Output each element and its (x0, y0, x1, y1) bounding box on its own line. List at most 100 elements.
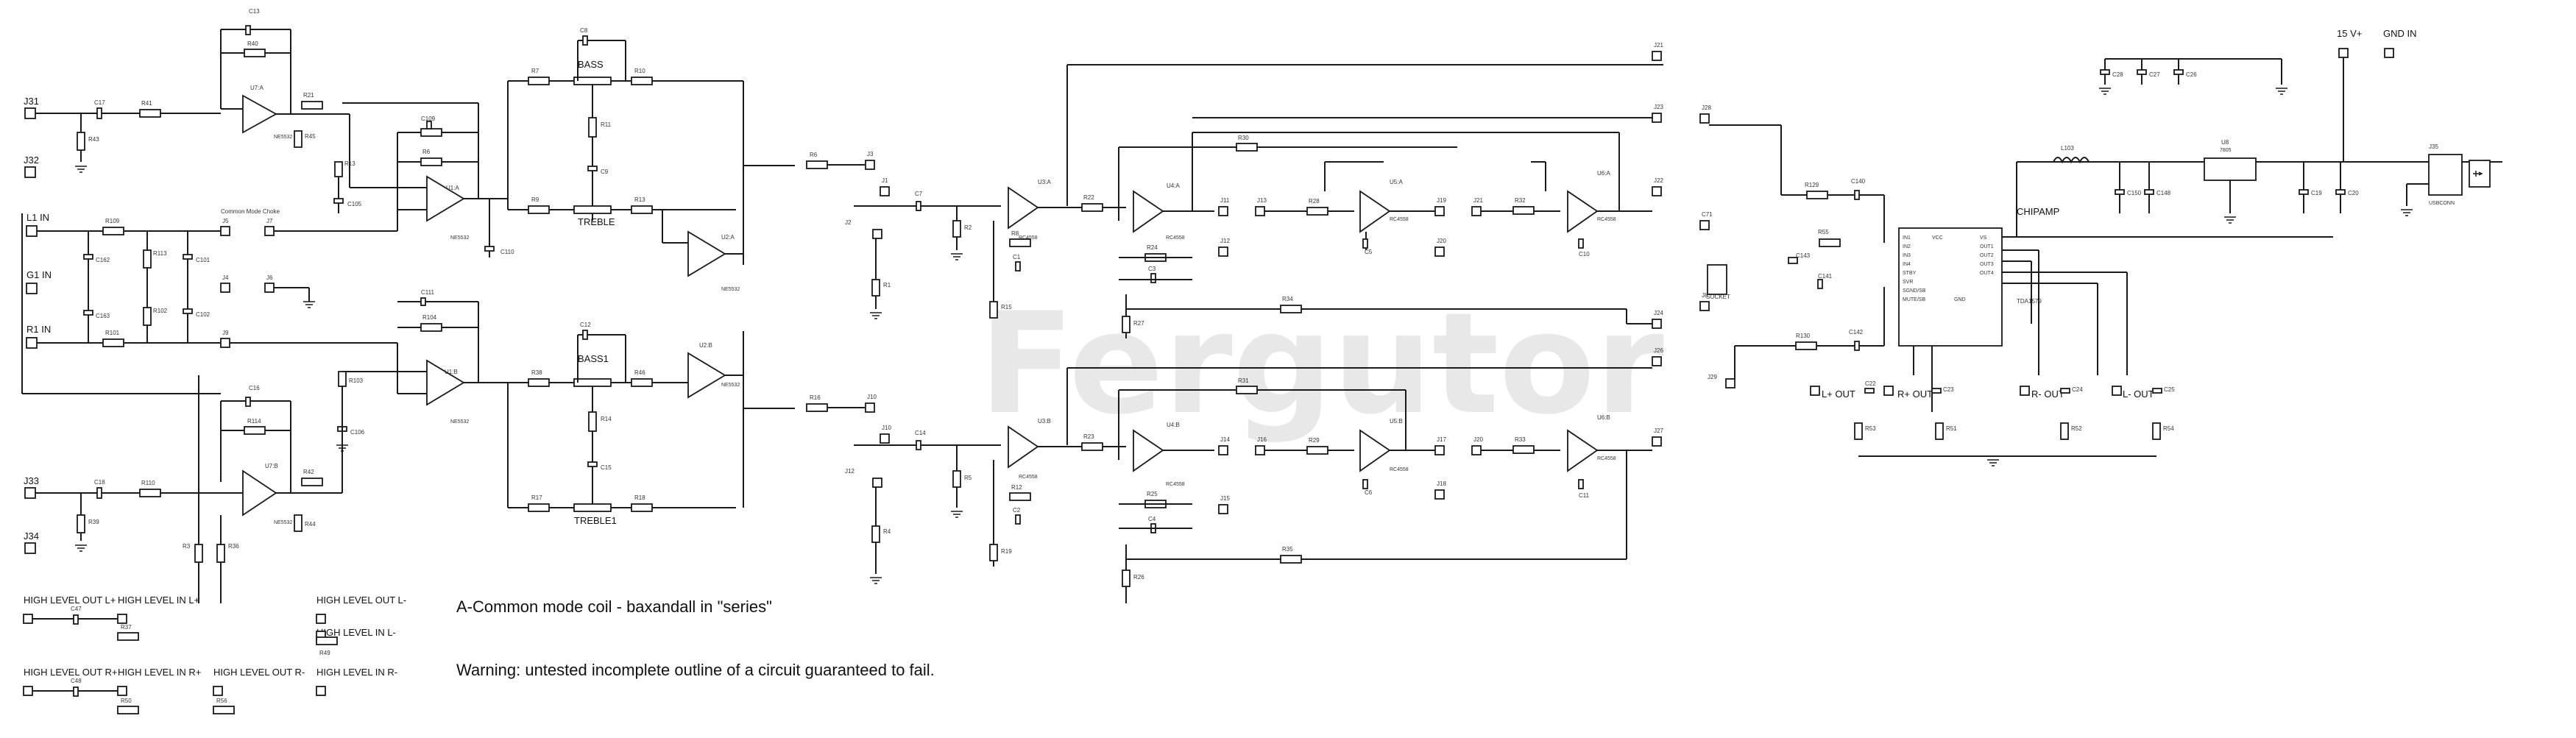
label-c163: C163 (96, 313, 110, 319)
label-c27: C27 (2149, 71, 2160, 78)
cap-c12 (582, 330, 588, 340)
res-r26 (1122, 570, 1130, 587)
label-hl-in-lp: HIGH LEVEL IN L+ (118, 595, 199, 606)
res-r12 (1009, 492, 1031, 501)
label-15v: 15 V+ (2337, 28, 2362, 39)
pot-bass1[interactable] (573, 378, 612, 387)
note-warning: Warning: untested incomplete outline of … (456, 661, 935, 679)
cap-c18 (96, 487, 102, 499)
connector-j20 (1434, 246, 1445, 257)
label-c143: C143 (1796, 252, 1811, 259)
cap-c110 (484, 246, 495, 252)
res-r9 (528, 205, 550, 214)
label-r45: R45 (305, 133, 316, 140)
tda-pin-8: MUTE/SB (1903, 297, 1925, 302)
cap-c47 (73, 614, 79, 625)
label-c10: C10 (1579, 251, 1590, 258)
label-c23: C23 (1943, 386, 1954, 393)
connector-r1-in[interactable] (26, 337, 38, 349)
cap-c6 (1362, 479, 1368, 489)
cap-c19 (2299, 189, 2309, 195)
cap-c8 (582, 35, 588, 46)
ground-icon (75, 544, 87, 552)
watermark: Fergutor (979, 283, 1664, 445)
ground-icon (75, 166, 87, 173)
label-c17: C17 (94, 99, 105, 106)
label-c102: C102 (196, 311, 210, 318)
ic-u8 (2204, 157, 2257, 181)
connector-g1-in[interactable] (26, 283, 38, 294)
ground-icon (951, 253, 963, 260)
label-r103: R101 (105, 330, 120, 336)
pot-treble1[interactable] (573, 503, 612, 512)
label-r35: R35 (1282, 546, 1293, 553)
label-c4: C4 (1148, 516, 1156, 522)
connector-hl-in-lp[interactable] (117, 614, 127, 624)
res-r49 (117, 632, 139, 641)
connector-gnd-in[interactable] (2384, 48, 2394, 58)
cap-c7 (916, 201, 921, 211)
connector-15v[interactable] (2338, 48, 2349, 58)
label-j10: J10 (867, 394, 877, 400)
label-r110: R103 (349, 377, 364, 384)
res-r101 (143, 249, 152, 269)
label-r5: R5 (964, 475, 972, 481)
res-r51 (1935, 422, 1944, 440)
label-c16: C16 (249, 385, 260, 391)
connector-l1-in[interactable] (26, 225, 38, 237)
connector-lp-out[interactable] (1810, 386, 1820, 396)
res-r52 (2060, 422, 2069, 440)
connector-j14 (1218, 246, 1228, 257)
connector-rm-out[interactable] (2020, 386, 2030, 396)
connector-hl-in-rm[interactable] (316, 686, 326, 696)
label-j25: J21 (1654, 42, 1663, 49)
res-r41 (139, 109, 161, 118)
label-r3: R16 (810, 394, 821, 401)
connector-hl-out-rm[interactable] (213, 686, 223, 696)
res-r14 (528, 378, 550, 387)
connector-rp-out[interactable] (1883, 386, 1894, 396)
res-r15 (989, 301, 998, 319)
cap-c141 (1817, 279, 1823, 289)
res-r109 (334, 161, 343, 177)
connector-j15 (1255, 206, 1265, 216)
connector-hl-out-lp[interactable] (23, 614, 33, 624)
connector-j30 (1652, 356, 1662, 366)
connector-hl-out-rp[interactable] (23, 686, 33, 696)
label-j9: J9 (222, 330, 229, 336)
res-r39 (244, 426, 266, 435)
label-j34: J34 (24, 531, 39, 542)
label-j2: J2 (845, 219, 852, 226)
label-r27: R27 (1133, 320, 1144, 327)
ground-icon (2276, 88, 2287, 95)
label-u1b: U1:B (445, 369, 458, 375)
label-l1-in: L1 IN (26, 212, 49, 223)
res-r104 (143, 307, 152, 326)
connector-j35-usb[interactable] (2428, 154, 2463, 196)
pot-bass[interactable] (573, 77, 612, 85)
cap-c23 (1931, 388, 1942, 394)
res-r45 (294, 130, 302, 148)
tda-pin-5: STBY (1903, 271, 1917, 276)
connector-hl-out-lm[interactable] (316, 614, 326, 624)
ground-icon (951, 511, 963, 518)
label-r36: R3 (183, 543, 191, 550)
connector-hl-in-rp[interactable] (117, 686, 127, 696)
label-u4a: U4:A (1167, 182, 1180, 189)
label-c1: C1 (1013, 254, 1021, 260)
tda-pin-2: IN2 (1903, 244, 1911, 249)
connector-lm-out[interactable] (2112, 386, 2122, 396)
label-j31: J31 (24, 96, 39, 107)
label-r130: R130 (1796, 333, 1811, 339)
label-r29: R29 (1309, 437, 1320, 444)
label-chipamp: CHIPAMP (2017, 206, 2059, 217)
label-u3a: U3:A (1038, 179, 1051, 185)
label-r56: R50 (121, 698, 132, 704)
res-r31 (1236, 386, 1258, 394)
label-g1-in: G1 IN (26, 269, 52, 280)
label-u8: U8 (2221, 139, 2229, 146)
pot-treble[interactable] (573, 205, 612, 214)
cap-c3 (1150, 273, 1156, 283)
label-r40: R40 (247, 40, 258, 47)
label-r41: R41 (141, 100, 152, 107)
